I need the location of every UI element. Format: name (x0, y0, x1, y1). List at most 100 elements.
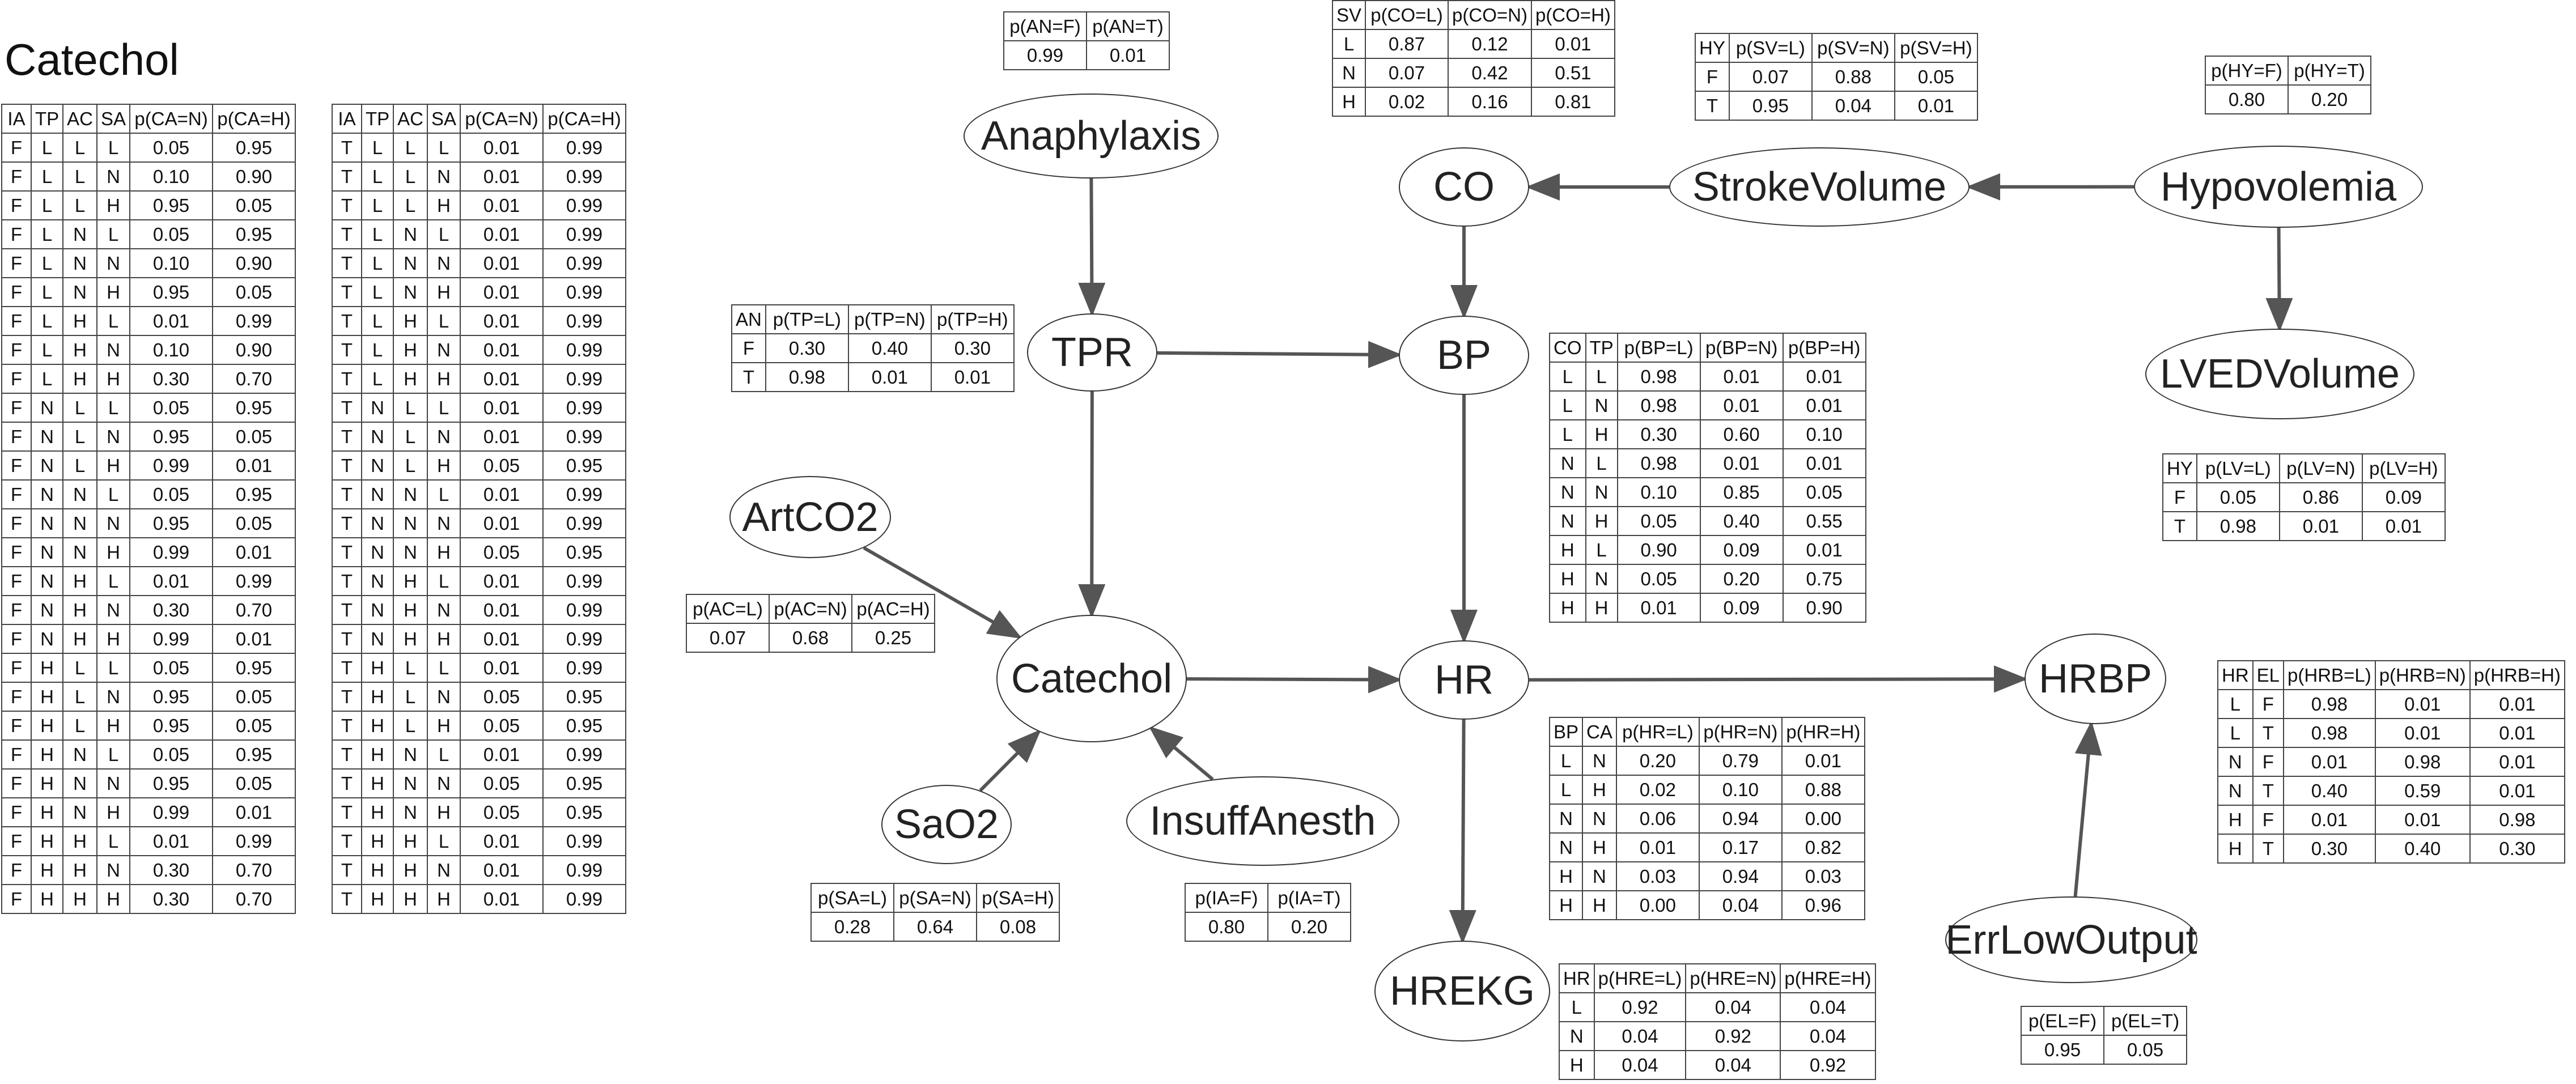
table-cell: L (427, 826, 461, 856)
table-cell: 0.02 (1365, 87, 1449, 117)
table-cell: L (30, 335, 64, 365)
table-cell: H (62, 595, 98, 625)
edge-anaphylaxis-to-tpr (1078, 178, 1106, 317)
table-cell: 0.99 (542, 422, 627, 452)
table-header-cell: p(HR=H) (1781, 717, 1865, 747)
table-cell: L (62, 450, 98, 481)
table-cell: N (1585, 564, 1618, 594)
table-cell: 0.05 (460, 711, 544, 741)
table-cell: H (360, 884, 394, 914)
table-cell: 0.99 (542, 219, 627, 249)
table-cell: 0.05 (2103, 1035, 2187, 1065)
table-cell: F (1, 508, 32, 538)
table-header-cell: p(EL=F) (2021, 1006, 2104, 1036)
table-cell: F (1, 797, 32, 827)
table-cell: H (1585, 419, 1618, 449)
table-cell: 0.05 (129, 653, 214, 683)
table-cell: 0.99 (542, 133, 627, 163)
table-cell: 0.01 (460, 393, 544, 423)
table-cell: 0.05 (1782, 477, 1866, 507)
table-cell: 0.99 (542, 826, 627, 856)
table-cell: 0.05 (129, 739, 214, 770)
node-hr: HR (1399, 640, 1529, 720)
table-cell: N (62, 739, 98, 770)
table-cell: 0.99 (1003, 40, 1087, 70)
table-cell: H (96, 797, 131, 827)
table-cell: 0.01 (1616, 593, 1701, 623)
table-cell: L (30, 219, 64, 249)
table-cell: 0.01 (930, 362, 1015, 392)
table-cell: 0.30 (1616, 419, 1701, 449)
table-cell: T (332, 768, 362, 798)
table-cell: 0.98 (1616, 448, 1701, 478)
table-cell: N (96, 768, 131, 798)
table-cell: T (332, 450, 362, 481)
table-cell: N (427, 595, 461, 625)
table-cell: 0.05 (212, 711, 296, 741)
table-header-cell: p(AC=N) (769, 594, 852, 624)
edge-hypovolemia-to-lvedvolume (2265, 227, 2293, 333)
table-cell: T (332, 422, 362, 452)
table-cell: 0.01 (2283, 747, 2376, 777)
table-cell: 0.75 (1782, 564, 1866, 594)
table-cell: 0.25 (851, 623, 935, 653)
table-header-cell: p(SA=L) (810, 883, 894, 913)
table-cell: N (427, 248, 461, 278)
table-cell: L (62, 161, 98, 192)
table-header-row: p(IA=F)p(IA=T) (1185, 883, 1351, 913)
table-cell: 0.92 (1780, 1050, 1876, 1080)
table-cell: H (1549, 564, 1586, 594)
table-cell: H (96, 364, 131, 394)
table-cell: 0.90 (212, 248, 296, 278)
table-cell: 0.10 (129, 248, 214, 278)
table-cell: T (2252, 718, 2285, 748)
table-cell: L (96, 393, 131, 423)
table-cell: L (427, 219, 461, 249)
table-cell: F (1, 161, 32, 192)
edge-errlowoutput-to-hrbp (2073, 720, 2102, 897)
table-cell: 0.20 (1615, 746, 1700, 776)
table-cell: L (393, 133, 428, 163)
table-cell: L (62, 422, 98, 452)
table-cell: H (427, 537, 461, 567)
table-cell: 0.00 (1781, 804, 1865, 834)
table-cell: N (360, 479, 394, 509)
table-cell: 0.98 (2374, 747, 2471, 777)
table-cell: F (2252, 805, 2285, 835)
table-cell: 0.79 (1698, 746, 1783, 776)
table-cell: 0.95 (1728, 91, 1813, 121)
table-cell: H (427, 277, 461, 307)
table-cell: N (2217, 747, 2254, 777)
table-cell: 0.01 (129, 566, 214, 596)
table-cell: H (96, 190, 131, 220)
table-cell: 0.98 (2196, 511, 2280, 541)
table-cell: H (30, 826, 64, 856)
table-cell: H (393, 884, 428, 914)
table-cell: L (393, 450, 428, 481)
table-cell: N (393, 739, 428, 770)
table-header-cell: TP (360, 104, 394, 134)
table-cell: N (30, 479, 64, 509)
table-cell: 0.99 (129, 450, 214, 481)
table-header-cell: AC (393, 104, 428, 134)
table-cell: F (1, 335, 32, 365)
